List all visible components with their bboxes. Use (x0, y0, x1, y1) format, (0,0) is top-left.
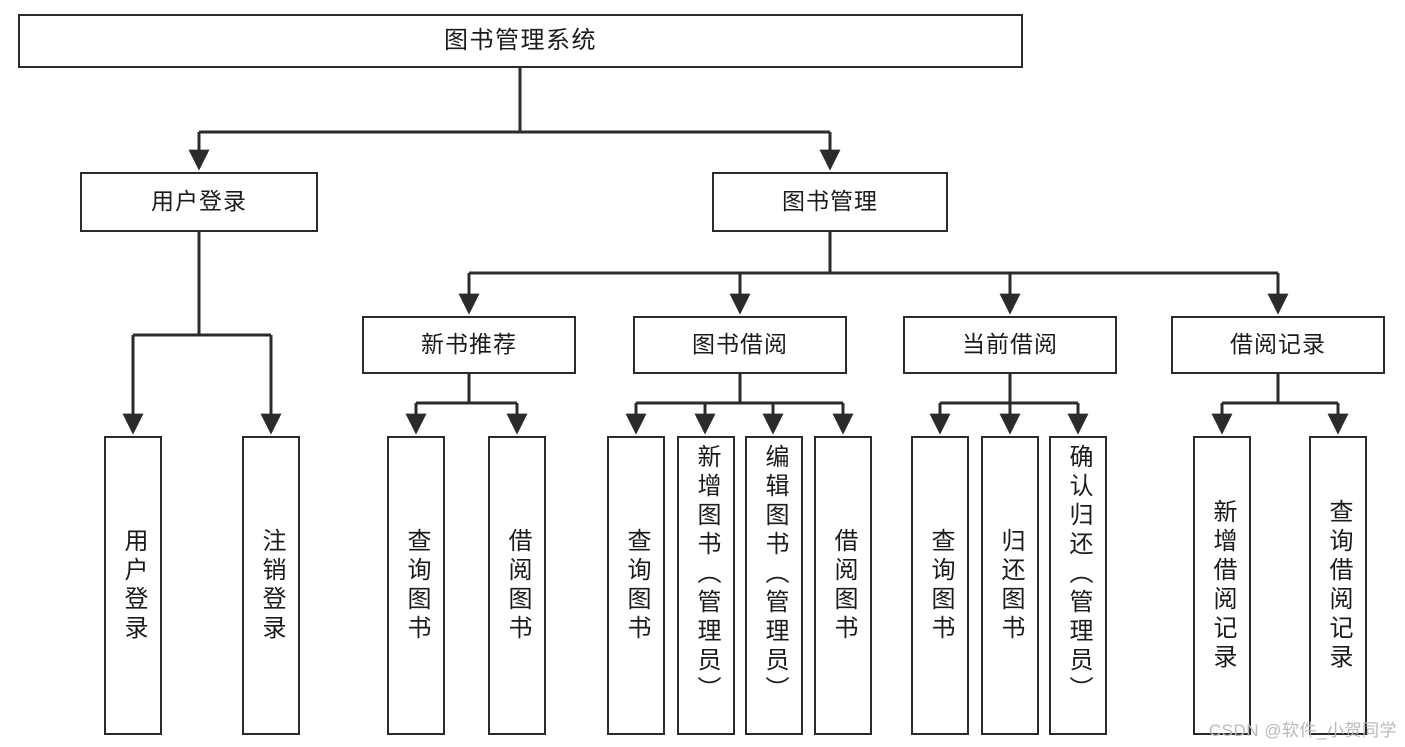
node-label: 用户登录 (120, 527, 147, 644)
node-book-borrow[interactable]: 图书借阅 (633, 316, 847, 374)
node-label: 查询图书 (623, 527, 650, 644)
node-label: 注销登录 (258, 527, 285, 644)
csdn-watermark: CSDN @软件_小贺同学 (1208, 721, 1397, 740)
node-label: 用户登录 (151, 188, 247, 215)
node-leaf-query-book-3[interactable]: 查询图书 (911, 436, 969, 735)
node-root-book-management-system[interactable]: 图书管理系统 (18, 14, 1023, 68)
node-leaf-confirm-return[interactable]: 确认归还（管理员） (1049, 436, 1107, 735)
node-label: 查询图书 (403, 527, 430, 644)
node-label: 借阅图书 (830, 527, 857, 644)
node-current-borrow[interactable]: 当前借阅 (903, 316, 1117, 374)
node-leaf-user-login[interactable]: 用户登录 (104, 436, 162, 735)
node-leaf-return-book[interactable]: 归还图书 (981, 436, 1039, 735)
node-label: 借阅图书 (504, 527, 531, 644)
node-leaf-logout[interactable]: 注销登录 (242, 436, 300, 735)
node-user-login[interactable]: 用户登录 (80, 172, 318, 232)
node-label: 新增借阅记录 (1209, 498, 1236, 673)
node-leaf-query-book-2[interactable]: 查询图书 (607, 436, 665, 735)
node-label: 当前借阅 (962, 331, 1058, 358)
node-book-manage[interactable]: 图书管理 (712, 172, 948, 232)
node-label: 编辑图书（管理员） (761, 444, 788, 705)
node-label: 确认归还（管理员） (1065, 444, 1092, 705)
node-leaf-borrow-book-1[interactable]: 借阅图书 (488, 436, 546, 735)
node-new-book-recommend[interactable]: 新书推荐 (362, 316, 576, 374)
node-label: 查询图书 (927, 527, 954, 644)
node-borrow-record[interactable]: 借阅记录 (1171, 316, 1385, 374)
node-leaf-edit-book[interactable]: 编辑图书（管理员） (745, 436, 803, 735)
node-leaf-query-book-1[interactable]: 查询图书 (387, 436, 445, 735)
node-label: 图书管理系统 (444, 26, 597, 54)
node-label: 新书推荐 (421, 331, 517, 358)
node-leaf-borrow-book-2[interactable]: 借阅图书 (814, 436, 872, 735)
node-label: 归还图书 (997, 527, 1024, 644)
node-label: 借阅记录 (1230, 331, 1326, 358)
node-label: 图书借阅 (692, 331, 788, 358)
node-leaf-add-book[interactable]: 新增图书（管理员） (677, 436, 735, 735)
node-label: 查询借阅记录 (1325, 498, 1352, 673)
node-label: 新增图书（管理员） (693, 444, 720, 705)
node-leaf-query-record[interactable]: 查询借阅记录 (1309, 436, 1367, 735)
node-label: 图书管理 (782, 188, 878, 215)
node-leaf-add-record[interactable]: 新增借阅记录 (1193, 436, 1251, 735)
